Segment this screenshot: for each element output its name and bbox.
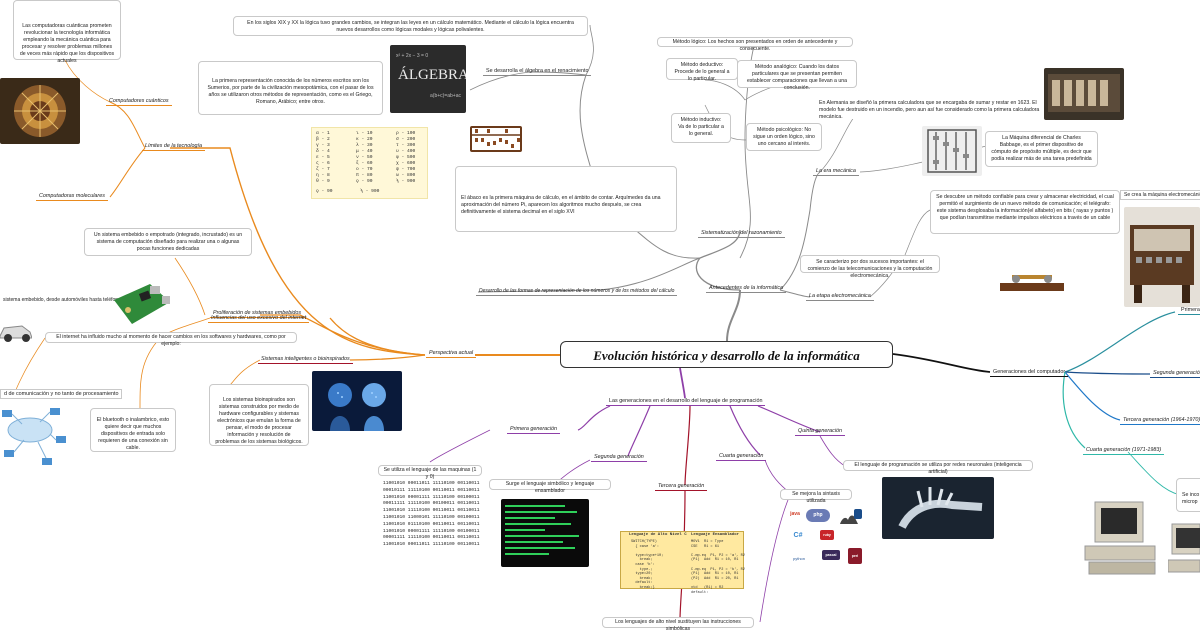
assembly-code: MOV1 R1 = Type CSE R1 = 61 C.mp.eq P1, P… xyxy=(691,540,745,595)
telegraph-key-image xyxy=(994,261,1070,295)
raspberry-pi-image xyxy=(110,280,172,330)
internet-text: El internet ha influido mucho al momento… xyxy=(45,332,297,347)
etapa-electromecanica-node[interactable]: La etapa electromecánica xyxy=(806,292,874,301)
terminal-screenshot-image xyxy=(501,499,589,567)
mechanical-calculator-image xyxy=(1044,68,1124,120)
limites-tecnologia-node[interactable]: Límites de la tecnología xyxy=(142,142,205,151)
greek-numerals-table: α - 1 β - 2 γ - 3 δ - 4 ε - 5 ς - 6 ζ - … xyxy=(311,127,428,199)
babbage-text: La Máquina diferencial de Charles Babbag… xyxy=(985,131,1098,167)
generaciones-lenguaje-node[interactable]: Las generaciones en el desarrollo del le… xyxy=(606,397,766,406)
ai-brain-image xyxy=(312,371,402,431)
cuanticos-text: Las computadoras cuánticas prometen revo… xyxy=(13,0,121,64)
neuronales-text: El lenguaje de programación se utiliza p… xyxy=(843,460,1033,475)
maquina-electromecanica-text: Se crea la máquina electromecánica xyxy=(1120,190,1200,200)
alto-nivel-text: Los lenguajes de alto nivel sustituyen l… xyxy=(602,617,754,630)
era-mecanica-node[interactable]: La era mecánica xyxy=(813,167,859,176)
metodo-analogico-text: Método analógico: Cuando los datos parti… xyxy=(737,60,857,91)
cloud-network-image xyxy=(0,400,70,474)
car-image xyxy=(0,320,32,344)
numerals-footer: ϙ - 90 ϡ - 900 xyxy=(316,189,380,194)
telegrafo-text: Se descubre un método confiable para cre… xyxy=(930,190,1120,234)
code-comparison-card: Lenguaje de Alto Nivel C Lenguaje Ensamb… xyxy=(620,531,745,595)
central-topic[interactable]: Evolución histórica y desarrollo de la i… xyxy=(560,341,893,368)
lenguaje-maquina-text: Se utiliza el lenguaje de las maquinas (… xyxy=(378,465,482,480)
perspectiva-actual-node[interactable]: Perspectiva actual xyxy=(426,349,477,358)
simbolico-text: Surge el lenguaje simbólico y lenguaje e… xyxy=(489,479,611,494)
cuarta-generacion-node[interactable]: Cuarta generación xyxy=(716,452,767,461)
metodo-psicologico-text: Método psicológico: No sigue un orden ló… xyxy=(746,123,822,151)
computadoras-moleculares-node[interactable]: Computadoras moleculares xyxy=(36,192,108,201)
high-level-code: SWITCH(TYPE) { case 'a': type=type+10; b… xyxy=(631,540,664,590)
siglos-xix-xx-text: En los siglos XIX y XX la lógica tuvo gr… xyxy=(233,16,588,36)
computadores-cuanticos-node[interactable]: Computadores cuánticos xyxy=(106,97,172,106)
pascal-logo: pascal xyxy=(822,550,840,560)
generaciones-computador-node[interactable]: Generaciones del computador xyxy=(990,368,1069,377)
csharp-logo: C# xyxy=(793,532,803,539)
gc-segunda-node[interactable]: Segunda generación xyxy=(1150,369,1200,378)
php-logo: php xyxy=(806,509,830,522)
small-logo-icon xyxy=(854,509,862,519)
influencias-internet-node[interactable]: Influencias del uso excesivo del interne… xyxy=(208,314,310,323)
cuarta-pc-text: Se inco microp xyxy=(1176,478,1200,512)
sumerios-text: La primera representación conocida de lo… xyxy=(198,61,383,115)
high-level-header: Lenguaje de Alto Nivel C xyxy=(629,533,687,537)
bluetooth-text: El bluetooth o inalambrico, esto quiere … xyxy=(90,408,176,452)
quinta-generacion-node[interactable]: Quinta generación xyxy=(795,427,846,436)
camel-icon xyxy=(838,512,860,526)
abaco-text: El ábaco es la primera máquina de cálcul… xyxy=(455,166,677,232)
segunda-generacion-node[interactable]: Segunda generación xyxy=(591,453,647,462)
assembly-header: Lenguaje Ensamblador xyxy=(691,533,740,537)
gc-tercera-node[interactable]: Tercera generación (1964-1970) xyxy=(1120,416,1200,425)
sintaxis-text: Se mejora la sintaxis utilizada xyxy=(780,489,852,504)
gc-primera-node[interactable]: Primera xyxy=(1178,306,1200,315)
embebido-ejemplos-text: sistema embebido, desde automóviles hast… xyxy=(3,297,134,303)
numerals-column-1: α - 1 β - 2 γ - 3 δ - 4 ε - 5 ς - 6 ζ - … xyxy=(316,131,330,184)
abacus-image xyxy=(470,126,522,152)
primera-generacion-node[interactable]: Primera generación xyxy=(507,425,561,434)
bioinspirados-text: Los sistemas bioinspirados son sistemas … xyxy=(209,384,309,446)
algebra-node[interactable]: Se desarrolla el álgebra en el renacimie… xyxy=(483,67,592,76)
embebido-text: Un sistema embebido o empotrado (integra… xyxy=(84,228,252,256)
metodo-deductivo-text: Método deductivo: Procede de lo general … xyxy=(666,58,738,82)
alemania-text: En Alemania se diseñó la primera calcula… xyxy=(814,97,1054,120)
metodo-logico-text: Método lógico: Los hechos son presentado… xyxy=(657,37,853,52)
computer-tower-image xyxy=(1168,520,1200,584)
robot-hand-image xyxy=(882,477,994,539)
binary-code: 11001010 00011011 11110100 00110011 0001… xyxy=(383,481,480,548)
desarrollo-formas-node[interactable]: Desarrollo de las formas de representaci… xyxy=(476,287,678,296)
proliferacion-embebidos-node[interactable]: Proliferación de sistemas embebidos xyxy=(210,309,305,318)
electromechanical-machine-image xyxy=(1124,207,1200,307)
perl-logo: perl xyxy=(848,548,862,564)
ruby-logo: ruby xyxy=(820,530,834,540)
numerals-column-3: ρ - 100 σ - 200 τ - 300 υ - 400 φ - 500 … xyxy=(396,131,416,184)
algebra-blackboard-image: ÁLGEBRA x² + 2x − 3 = 0 a(b+c)=ab+ac xyxy=(390,45,466,113)
gc-cuarta-node[interactable]: Cuarta generación (1971-1983) xyxy=(1083,446,1165,455)
python-logo: python xyxy=(792,556,805,561)
sucesos-text: Se caracterizo por dos sucesos important… xyxy=(800,255,940,279)
java-logo: java xyxy=(790,511,800,517)
comunicacion-text: d de comunicación y no tanto de procesam… xyxy=(0,389,123,399)
antecedentes-node[interactable]: Antecedentes de la informática xyxy=(706,284,787,293)
vintage-pc-image xyxy=(1077,498,1165,578)
sistematizacion-node[interactable]: Sistematización del razonamiento xyxy=(698,229,785,238)
quantum-computer-image xyxy=(0,78,80,144)
metodo-inductivo-text: Método inductivo: Va de lo particular a … xyxy=(671,113,731,143)
tercera-generacion-node[interactable]: Tercera generación xyxy=(655,482,708,491)
difference-engine-image xyxy=(922,126,982,176)
sistemas-inteligentes-node[interactable]: Sistemas inteligentes o bioinspirados xyxy=(258,355,353,364)
numerals-column-2: ι - 10 κ - 20 λ - 30 μ - 40 ν - 50 ξ - 6… xyxy=(356,131,373,184)
